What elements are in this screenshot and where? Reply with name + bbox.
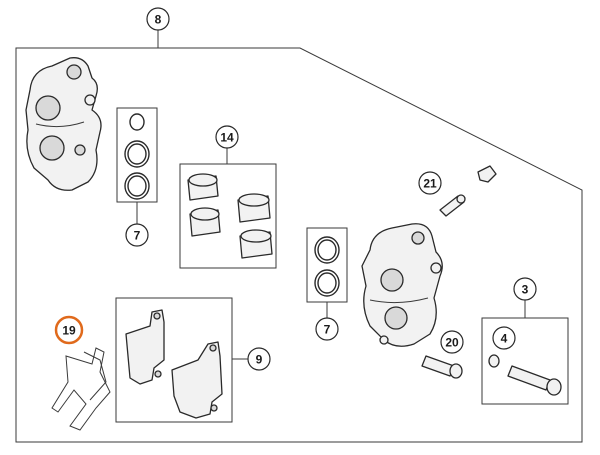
callout-20[interactable]: 20 bbox=[440, 330, 464, 354]
caliper-half-right[interactable] bbox=[361, 223, 443, 347]
callout-8-label: 8 bbox=[155, 13, 162, 27]
callout-14[interactable]: 14 bbox=[215, 125, 239, 149]
pad-box bbox=[115, 297, 233, 423]
seal-box-left bbox=[116, 107, 158, 203]
brake-pad-right[interactable] bbox=[171, 341, 223, 419]
callout-19[interactable]: 19 bbox=[54, 315, 84, 345]
seal-box-right bbox=[306, 227, 348, 303]
callout-9[interactable]: 9 bbox=[247, 347, 271, 371]
callout-4-label: 4 bbox=[501, 332, 508, 346]
washer-4[interactable] bbox=[488, 354, 500, 368]
brake-pad-left[interactable] bbox=[125, 309, 165, 385]
callout-9-label: 9 bbox=[256, 353, 263, 367]
piston-box bbox=[179, 163, 277, 269]
caliper-half-left[interactable] bbox=[25, 57, 102, 191]
callout-3[interactable]: 3 bbox=[513, 277, 537, 301]
callout-21-label: 21 bbox=[423, 177, 437, 191]
callout-3-label: 3 bbox=[522, 283, 529, 297]
callout-7b-label: 7 bbox=[324, 323, 331, 337]
callout-8[interactable]: 8 bbox=[146, 7, 170, 31]
assembly-outline bbox=[15, 47, 583, 443]
callout-4[interactable]: 4 bbox=[492, 326, 516, 350]
callout-7b[interactable]: 7 bbox=[315, 317, 339, 341]
callout-7a-label: 7 bbox=[134, 229, 141, 243]
seal-rings-right[interactable] bbox=[314, 236, 340, 297]
pad-spring-19[interactable] bbox=[51, 347, 111, 431]
callout-20-label: 20 bbox=[445, 336, 459, 350]
bleed-cap[interactable] bbox=[477, 165, 497, 183]
callout-19-label: 19 bbox=[62, 324, 76, 338]
bolt-3[interactable] bbox=[507, 365, 562, 396]
callout-21[interactable]: 21 bbox=[418, 171, 442, 195]
guide-pin-20[interactable] bbox=[421, 355, 463, 379]
pistons[interactable] bbox=[187, 173, 273, 259]
callout-14-label: 14 bbox=[220, 131, 234, 145]
bleed-screw[interactable] bbox=[439, 194, 466, 217]
seal-rings-left[interactable] bbox=[124, 113, 150, 200]
callout-7a[interactable]: 7 bbox=[125, 223, 149, 247]
